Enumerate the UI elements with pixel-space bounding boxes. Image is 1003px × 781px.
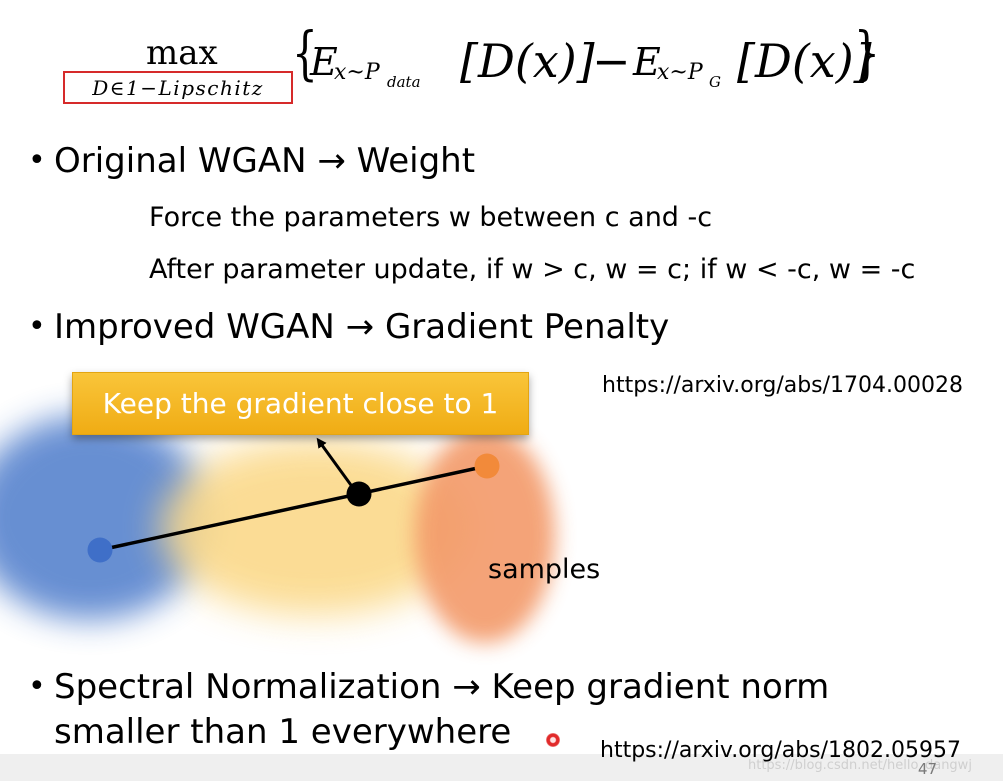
gradient-arrow [316,437,358,493]
formula-brace-open: { [292,19,318,87]
link-gradient-penalty-paper[interactable]: https://arxiv.org/abs/1704.00028 [602,373,964,398]
formula-max: max [146,33,218,73]
formula-expectation-real: E [310,40,338,84]
link-spectral-normalization-paper[interactable]: https://arxiv.org/abs/1802.05957 [600,738,962,763]
interpolated-point [346,481,372,507]
formula-brace-close: } [854,19,880,87]
bullet-marker: • [28,143,46,178]
watermark: https://blog.csdn.net/hello_dangwj [748,758,972,773]
formula: max D∈1−Lipschitz { E x~P data [D(x)] − … [0,0,1003,120]
page-number: 47 [918,760,938,778]
formula-term-gen: [D(x)] [737,34,872,88]
formula-term-real: [D(x)] [460,34,595,88]
sub-point-clipping-rule: After parameter update, if w > c, w = c;… [149,254,916,285]
real-sample-point [87,537,113,563]
formula-expectation-real-subsub: data [387,73,421,91]
generated-sample-point [474,453,500,479]
formula-expectation-gen-sub: x~P [657,60,703,85]
gradient-banner: Keep the gradient close to 1 [72,372,529,435]
formula-minus: − [592,34,631,88]
formula-expectation-gen: E [633,40,661,84]
bullet-spectral-normalization-line2: smaller than 1 everywhere [54,712,512,752]
formula-expectation-real-sub: x~P [334,60,380,85]
bullet-spectral-normalization-line1: Spectral Normalization → Keep gradient n… [54,667,830,707]
interpolation-line [99,464,488,552]
bullet-marker: • [28,309,46,344]
bullet-improved-wgan: Improved WGAN → Gradient Penalty [54,307,670,347]
lipschitz-constraint-box: D∈1−Lipschitz [63,71,293,104]
formula-expectation-gen-subsub: G [709,73,721,91]
laser-pointer-dot [546,733,560,747]
samples-label: samples [488,554,601,585]
bullet-original-wgan: Original WGAN → Weight [54,141,476,181]
sub-point-weight-clipping: Force the parameters w between c and -c [149,202,713,233]
bottom-bar [0,754,1003,781]
bullet-marker: • [28,669,46,704]
